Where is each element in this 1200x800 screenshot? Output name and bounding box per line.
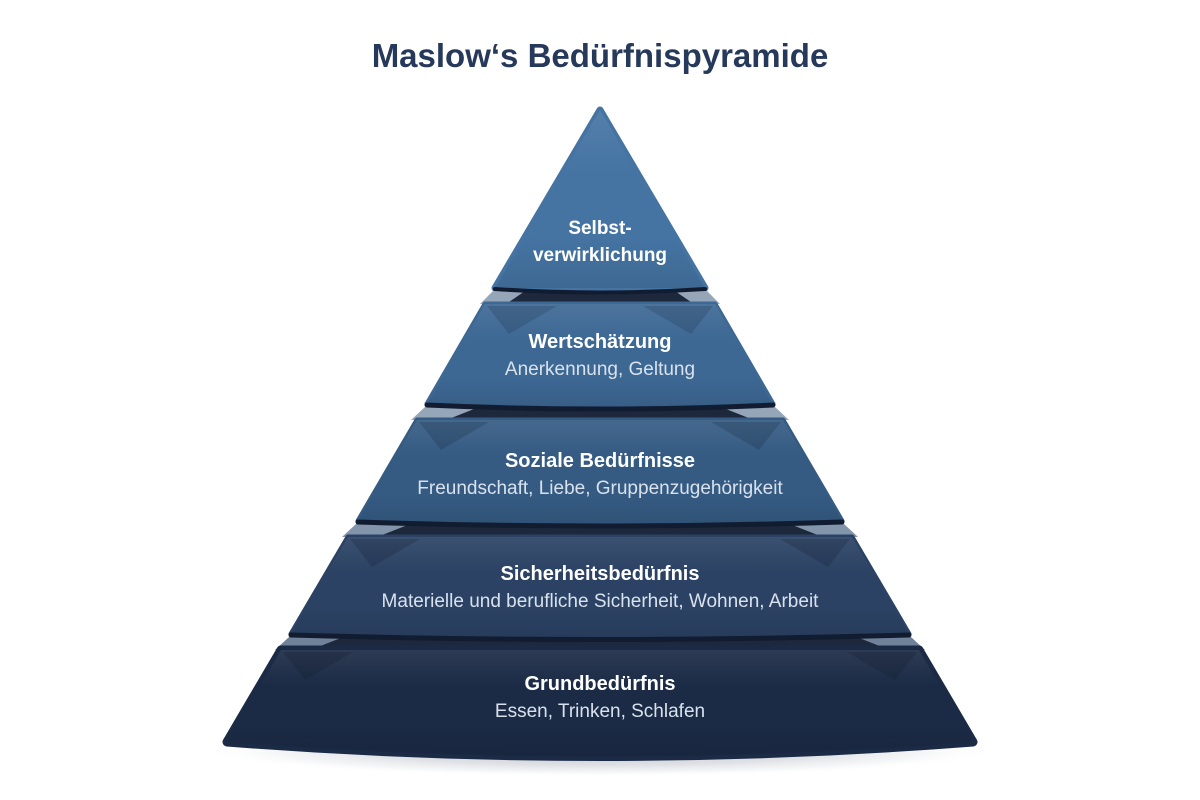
junction-1: [480, 287, 720, 304]
level-5-subtitle: Essen, Trinken, Schlafen: [495, 701, 705, 722]
junction-1-top-face-right: [675, 291, 720, 304]
level-1-title-line-1: Selbst-: [568, 218, 631, 239]
level-5-face-shading: [227, 650, 973, 757]
level-2-title: Wertschätzung: [529, 331, 672, 353]
junction-2-top-face-left: [411, 407, 479, 420]
pyramid-level-sicherheitsbeduerfnis: Sicherheitsbedürfnis Materielle und beru…: [288, 534, 912, 642]
level-3-fold-shadow-right: [711, 422, 781, 450]
pyramid-level-selbstverwirklichung: Selbst- verwirklichung: [491, 106, 709, 292]
level-4-face-shading: [291, 537, 909, 639]
level-5-title: Grundbedürfnis: [524, 673, 675, 695]
level-4-title: Sicherheitsbedürfnis: [501, 563, 700, 585]
level-4-fold-shadow-left: [350, 539, 420, 567]
junction-1-top-face-left: [480, 291, 525, 304]
junction-4-seam: [288, 632, 912, 642]
level-1-title-line-2: verwirklichung: [533, 245, 667, 266]
level-2-face-shading: [427, 304, 773, 408]
junction-2: [411, 402, 789, 420]
level-3-title: Soziale Bedürfnisse: [505, 450, 695, 472]
level-3-subtitle: Freundschaft, Liebe, Gruppenzugehörigkei…: [417, 478, 783, 499]
junction-2-top-face-right: [721, 407, 789, 420]
pyramid-level-wertschaetzung: Wertschätzung Anerkennung, Geltung: [424, 301, 776, 411]
junction-2-seam: [424, 402, 776, 412]
pyramid-level-soziale-beduerfnisse: Soziale Bedürfnisse Freundschaft, Liebe,…: [355, 417, 845, 528]
pyramid-level-grundbeduerfnis: Grundbedürfnis Essen, Trinken, Schlafen: [222, 645, 978, 761]
level-3-face-shading: [358, 420, 842, 525]
level-4-subtitle: Materielle und berufliche Sicherheit, Wo…: [382, 591, 820, 612]
level-4-fold-shadow-right: [780, 539, 850, 567]
level-1-face-shading: [495, 110, 705, 288]
junction-3-top-face-right: [790, 524, 858, 537]
level-5-fold-shadow-right: [847, 652, 917, 680]
junction-3-seam: [355, 519, 845, 529]
level-2-fold-shadow-right: [643, 306, 713, 334]
junction-3: [342, 519, 858, 537]
level-2-subtitle: Anerkennung, Geltung: [505, 359, 695, 380]
level-2-fold-shadow-left: [487, 306, 557, 334]
level-3-fold-shadow-left: [419, 422, 489, 450]
junction-1-seam: [493, 287, 707, 295]
page-title: Maslow‘s Bedürfnispyramide: [372, 37, 829, 74]
junction-3-top-face-left: [342, 524, 410, 537]
junction-1-shadow-band: [506, 291, 694, 304]
level-5-fold-shadow-left: [283, 652, 353, 680]
